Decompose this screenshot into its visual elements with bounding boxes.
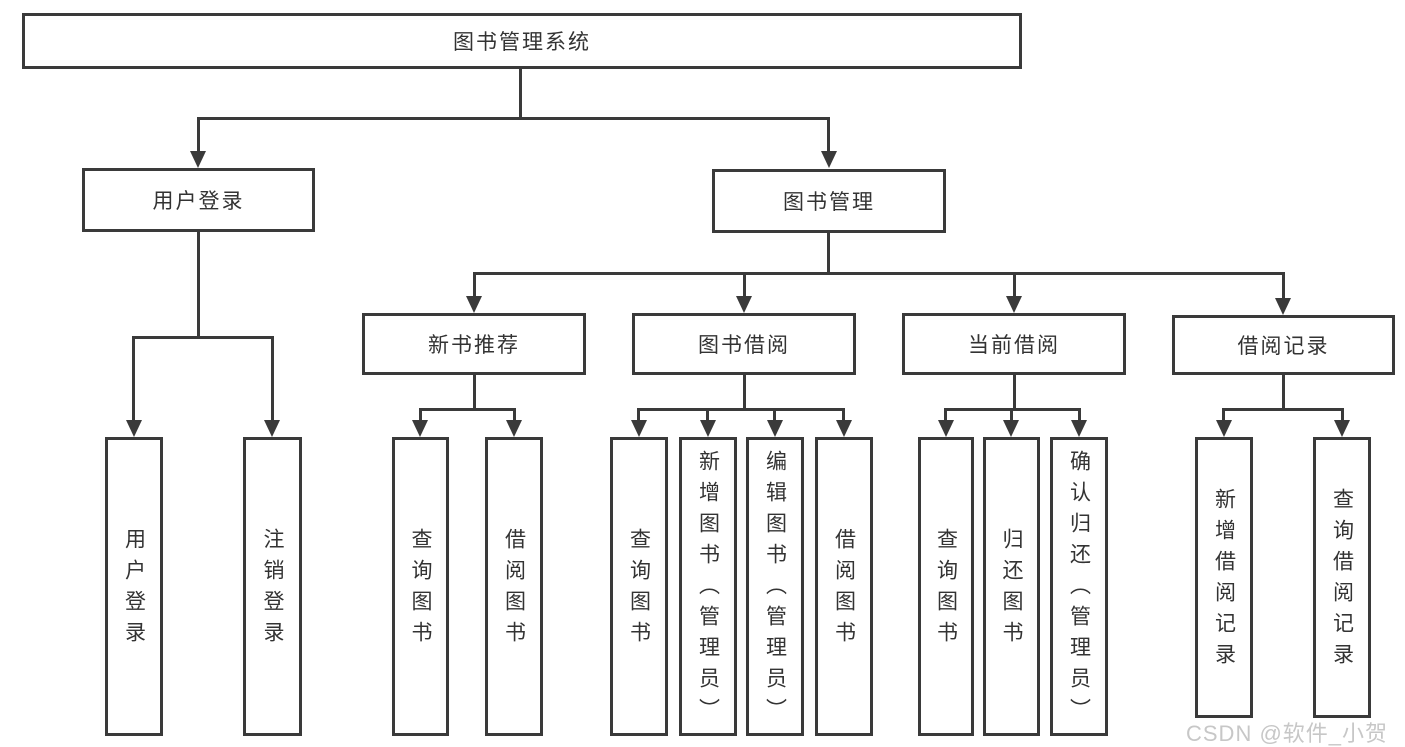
- node-book-management: 图书管理: [712, 169, 946, 233]
- arrowhead-icon: [736, 296, 752, 313]
- leaf-newbook-borrow-books: 借阅图书: [485, 437, 543, 736]
- connector-line: [419, 408, 516, 411]
- arrowhead-icon: [264, 420, 280, 437]
- csdn-watermark: CSDN @软件_小贺同学: [1186, 721, 1389, 746]
- connector-line: [637, 408, 640, 420]
- connector-line: [827, 233, 830, 272]
- connector-line: [473, 272, 1285, 275]
- leaf-current-query-books: 查询图书: [918, 437, 974, 736]
- connector-line: [1222, 408, 1344, 411]
- arrowhead-icon: [938, 420, 954, 437]
- arrowhead-icon: [631, 420, 647, 437]
- arrowhead-icon: [700, 420, 716, 437]
- connector-line: [513, 408, 516, 420]
- connector-line: [743, 272, 746, 296]
- connector-line: [827, 117, 830, 151]
- node-root: 图书管理系统: [22, 13, 1022, 69]
- connector-line: [1282, 375, 1285, 408]
- leaf-logout: 注销登录: [243, 437, 302, 736]
- arrowhead-icon: [767, 420, 783, 437]
- leaf-borrow-edit-books-admin: 编辑图书（管理员）: [746, 437, 804, 736]
- arrowhead-icon: [836, 420, 852, 437]
- connector-line: [473, 375, 476, 408]
- arrowhead-icon: [412, 420, 428, 437]
- arrowhead-icon: [1071, 420, 1087, 437]
- connector-line: [519, 69, 522, 117]
- connector-line: [1013, 375, 1016, 408]
- connector-line: [1013, 272, 1016, 296]
- arrowhead-icon: [1275, 298, 1291, 315]
- connector-line: [197, 232, 200, 336]
- node-borrow-records: 借阅记录: [1172, 315, 1395, 375]
- leaf-borrow-borrow-books: 借阅图书: [815, 437, 873, 736]
- arrowhead-icon: [1216, 420, 1232, 437]
- arrowhead-icon: [190, 151, 206, 168]
- leaf-newbook-query-books: 查询图书: [392, 437, 449, 736]
- connector-line: [419, 408, 422, 420]
- node-user-login: 用户登录: [82, 168, 315, 232]
- connector-line: [197, 117, 200, 151]
- leaf-current-confirm-return-admin: 确认归还（管理员）: [1050, 437, 1108, 736]
- arrowhead-icon: [821, 151, 837, 168]
- connector-line: [706, 408, 709, 420]
- connector-line: [743, 375, 746, 408]
- leaf-records-query-record: 查询借阅记录: [1313, 437, 1371, 718]
- arrowhead-icon: [1003, 420, 1019, 437]
- connector-line: [1010, 408, 1013, 420]
- leaf-user-login: 用户登录: [105, 437, 163, 736]
- connector-line: [1341, 408, 1344, 420]
- leaf-borrow-query-books: 查询图书: [610, 437, 668, 736]
- arrowhead-icon: [1006, 296, 1022, 313]
- connector-line: [944, 408, 947, 420]
- leaf-records-add-record: 新增借阅记录: [1195, 437, 1253, 718]
- arrowhead-icon: [506, 420, 522, 437]
- connector-line: [1282, 272, 1285, 298]
- connector-line: [1222, 408, 1225, 420]
- leaf-borrow-add-books-admin: 新增图书（管理员）: [679, 437, 737, 736]
- connector-line: [773, 408, 776, 420]
- arrowhead-icon: [126, 420, 142, 437]
- node-current-borrow: 当前借阅: [902, 313, 1126, 375]
- arrowhead-icon: [466, 296, 482, 313]
- connector-line: [271, 336, 274, 420]
- connector-line: [637, 408, 845, 411]
- node-book-borrow: 图书借阅: [632, 313, 856, 375]
- connector-line: [132, 336, 274, 339]
- leaf-current-return-books: 归还图书: [983, 437, 1040, 736]
- connector-line: [842, 408, 845, 420]
- arrowhead-icon: [1334, 420, 1350, 437]
- connector-line: [197, 117, 830, 120]
- connector-line: [1078, 408, 1081, 420]
- node-new-book-recommend: 新书推荐: [362, 313, 586, 375]
- connector-line: [132, 336, 135, 420]
- connector-line: [473, 272, 476, 296]
